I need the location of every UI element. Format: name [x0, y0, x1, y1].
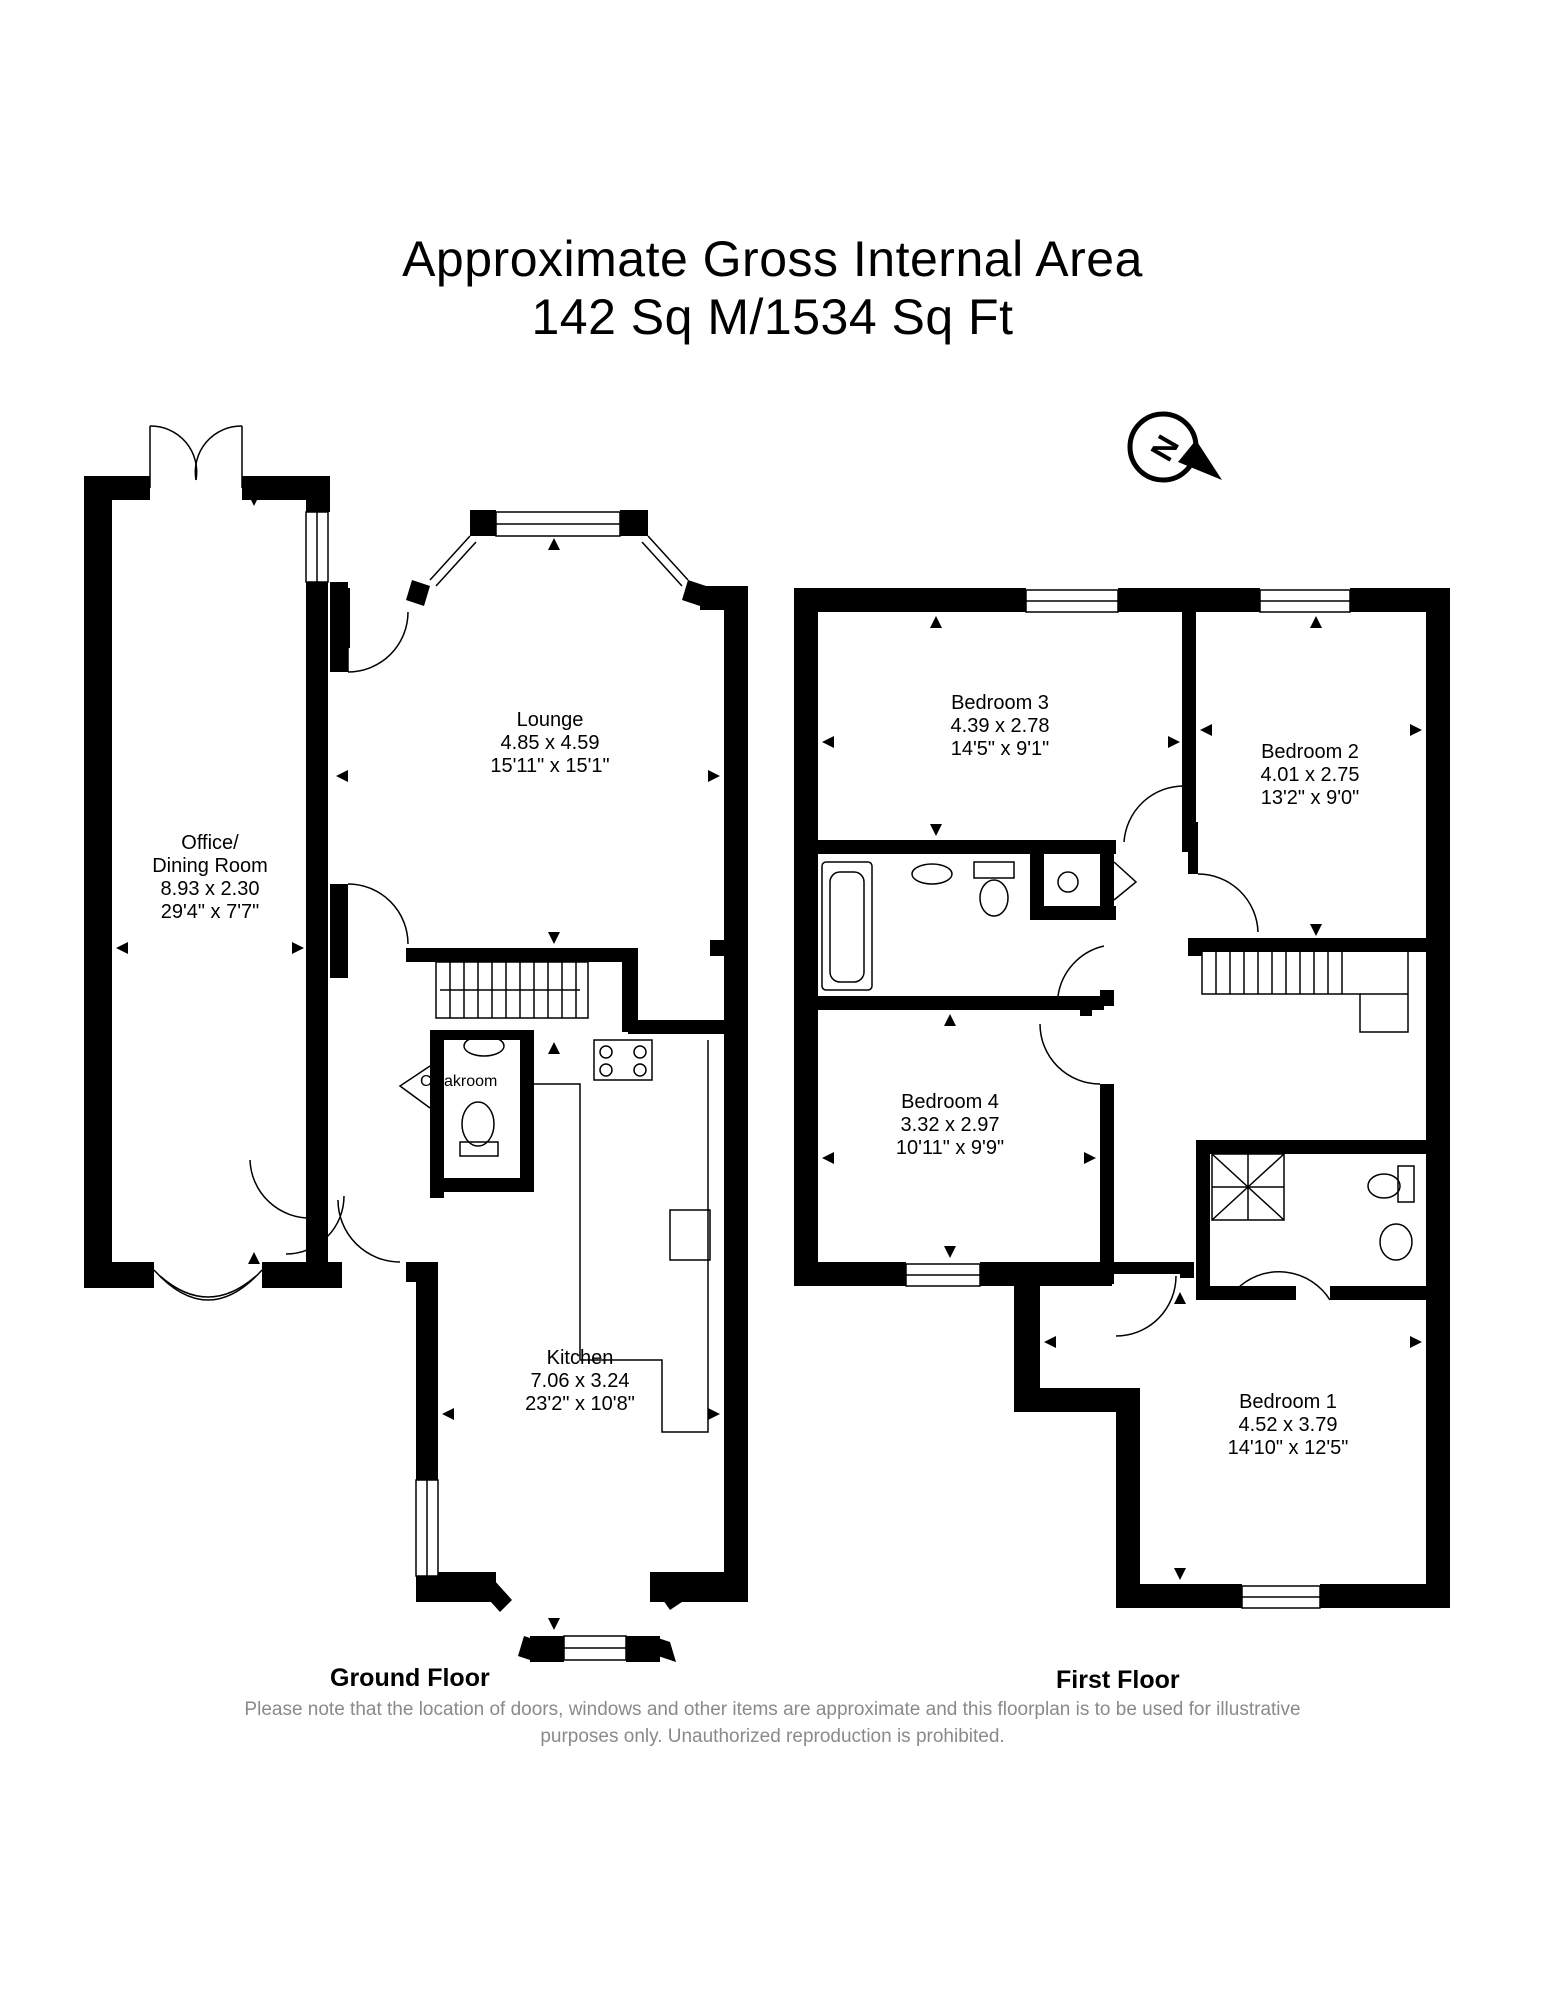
bedroom3-metric: 4.39 x 2.78	[950, 715, 1050, 737]
room-label-bedroom1: Bedroom 1 4.52 x 3.79 14'10" x 12'5"	[1188, 1391, 1388, 1460]
office-imperial: 29'4" x 7'7"	[160, 901, 260, 923]
bedroom1-imperial: 14'10" x 12'5"	[1227, 1437, 1349, 1459]
bedroom4-name: Bedroom 4	[901, 1091, 999, 1113]
first-floor-plan	[794, 588, 1450, 1608]
first-floor-fixtures	[821, 589, 1415, 1609]
kitchen-imperial: 23'2" x 10'8"	[525, 1393, 635, 1415]
title-area-value: 142 Sq M/1534 Sq Ft	[531, 289, 1014, 345]
north-arrow-icon: N	[1127, 411, 1222, 483]
ground-floor-fixtures	[149, 425, 711, 1661]
disclaimer-line1: Please note that the location of doors, …	[244, 1699, 1301, 1720]
lounge-name: Lounge	[516, 709, 584, 731]
lounge-imperial: 15'11" x 15'1"	[490, 755, 610, 777]
ground-floor-label: Ground Floor	[330, 1664, 490, 1692]
title-area-label: Approximate Gross Internal Area	[402, 231, 1143, 287]
office-metric: 8.93 x 2.30	[160, 878, 260, 900]
room-label-kitchen: Kitchen 7.06 x 3.24 23'2" x 10'8"	[480, 1347, 680, 1416]
bedroom1-name: Bedroom 1	[1239, 1391, 1337, 1413]
room-label-bedroom2: Bedroom 2 4.01 x 2.75 13'2" x 9'0"	[1220, 741, 1400, 810]
bedroom1-metric: 4.52 x 3.79	[1238, 1414, 1338, 1436]
office-name-line1: Office/	[181, 832, 239, 854]
room-label-lounge: Lounge 4.85 x 4.59 15'11" x 15'1"	[450, 709, 650, 778]
kitchen-name: Kitchen	[546, 1347, 614, 1369]
bedroom4-metric: 3.32 x 2.97	[900, 1114, 1000, 1136]
room-label-bedroom3: Bedroom 3 4.39 x 2.78 14'5" x 9'1"	[900, 692, 1100, 761]
bedroom2-imperial: 13'2" x 9'0"	[1260, 787, 1360, 809]
lounge-metric: 4.85 x 4.59	[500, 732, 600, 754]
first-floor-label: First Floor	[1056, 1666, 1180, 1694]
room-label-cloakroom: Cloakroom	[420, 1073, 498, 1090]
disclaimer-line2: purposes only. Unauthorized reproduction…	[540, 1726, 1005, 1747]
bedroom4-imperial: 10'11" x 9'9"	[895, 1137, 1005, 1159]
kitchen-metric: 7.06 x 3.24	[530, 1370, 630, 1392]
ground-floor-plan	[84, 476, 748, 1662]
bedroom2-name: Bedroom 2	[1261, 741, 1359, 763]
ground-floor-dimension-arrows	[116, 494, 720, 1630]
first-floor-dimension-arrows	[822, 616, 1422, 1580]
disclaimer: Please note that the location of doors, …	[0, 1696, 1545, 1750]
office-name-line2: Dining Room	[152, 855, 268, 877]
title-block: Approximate Gross Internal Area 142 Sq M…	[0, 230, 1545, 346]
room-label-bedroom4: Bedroom 4 3.32 x 2.97 10'11" x 9'9"	[860, 1091, 1040, 1160]
bedroom3-imperial: 14'5" x 9'1"	[950, 738, 1050, 760]
bedroom2-metric: 4.01 x 2.75	[1260, 764, 1360, 786]
bedroom3-name: Bedroom 3	[951, 692, 1049, 714]
room-label-office: Office/ Dining Room 8.93 x 2.30 29'4" x …	[120, 832, 300, 924]
